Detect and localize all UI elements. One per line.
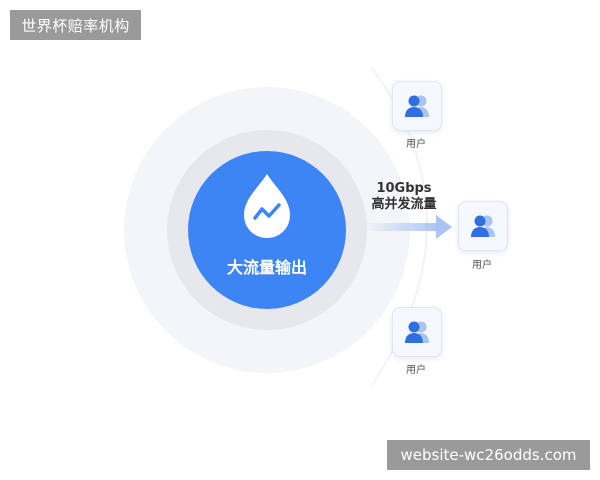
user-group-icon <box>405 321 429 343</box>
user-card-top <box>392 81 442 131</box>
rate-label: 高并发流量 <box>371 197 437 212</box>
user-label-bottom: 用户 <box>406 365 426 376</box>
user-group-icon <box>471 215 495 237</box>
throughput-rate: 10Gbps 高并发流量 <box>360 181 448 213</box>
user-group-icon <box>405 95 429 117</box>
center-label: 大流量输出 <box>226 258 307 277</box>
user-card-middle <box>458 201 508 251</box>
user-label-top: 用户 <box>406 139 426 150</box>
water-drop-icon <box>244 174 290 238</box>
flow-arrow <box>364 215 452 239</box>
watermark-label: website-wc26odds.com <box>387 440 590 470</box>
rate-value: 10Gbps <box>376 181 432 196</box>
user-card-bottom <box>392 307 442 357</box>
site-banner: 世界杯赔率机构 <box>10 10 141 40</box>
user-label-middle: 用户 <box>472 260 492 271</box>
